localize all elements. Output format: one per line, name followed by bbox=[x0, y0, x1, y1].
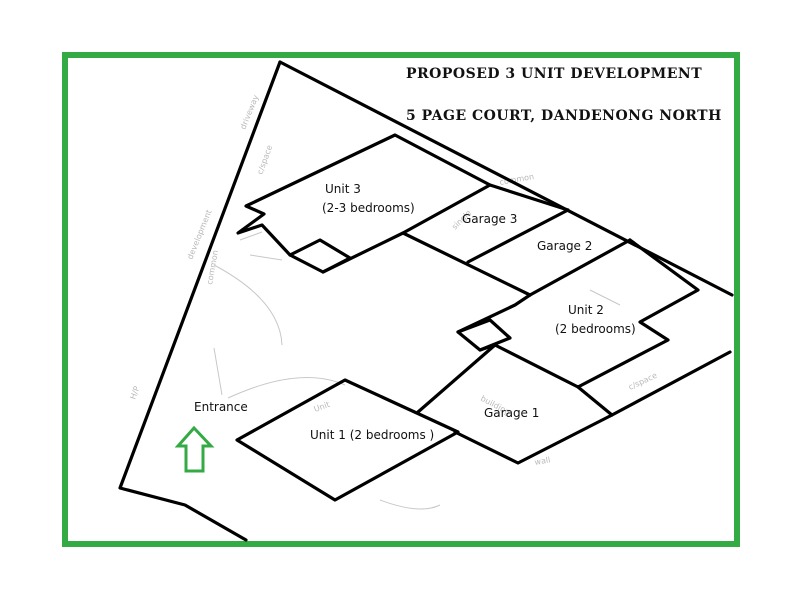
garage-2-label: Garage 2 bbox=[537, 239, 592, 253]
up-arrow-icon bbox=[174, 425, 215, 473]
garage-1-label: Garage 1 bbox=[484, 406, 539, 420]
pencil-note-11: wall bbox=[534, 455, 551, 467]
pencil-note-7: c/space bbox=[627, 371, 659, 392]
unit-1-outline bbox=[235, 378, 460, 502]
unit-3-label: Unit 3 bbox=[325, 182, 361, 196]
entrance-label: Entrance bbox=[194, 400, 248, 414]
unit-3-outline bbox=[236, 133, 492, 274]
garage-3-label: Garage 3 bbox=[462, 212, 517, 226]
garages-3-2 bbox=[401, 183, 632, 297]
unit-2-bedrooms: (2 bedrooms) bbox=[555, 322, 636, 336]
pencil-note-10: H/P bbox=[128, 385, 141, 401]
green-border bbox=[62, 52, 740, 547]
unit-2-label: Unit 2 bbox=[568, 303, 604, 317]
title-line-2: 5 PAGE COURT, DANDENONG NORTH bbox=[406, 108, 722, 124]
site-boundary bbox=[118, 60, 734, 542]
title-line-1: PROPOSED 3 UNIT DEVELOPMENT bbox=[406, 66, 702, 82]
unit-1-label: Unit 1 (2 bedrooms ) bbox=[310, 428, 434, 442]
pencil-note-4: c/space bbox=[255, 144, 274, 176]
unit-3-bedrooms: (2-3 bedrooms) bbox=[322, 201, 415, 215]
pencil-note-9: Unit bbox=[313, 400, 331, 414]
garage-1-outline bbox=[416, 343, 614, 465]
